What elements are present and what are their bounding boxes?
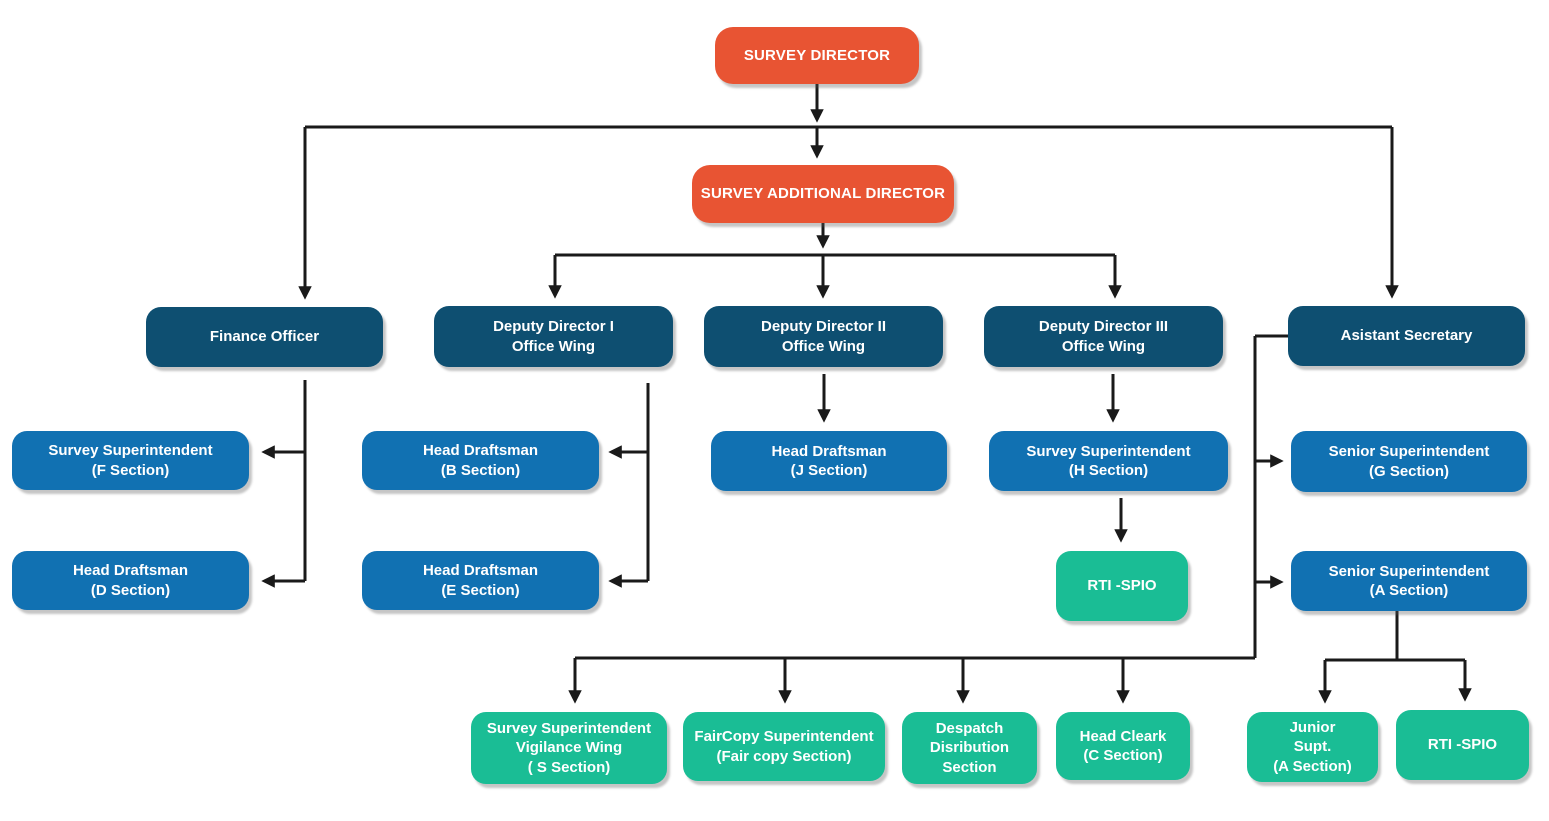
node-head-draftsman-d: Head Draftsman (D Section) [12, 551, 249, 610]
node-junior-supt-a: Junior Supt. (A Section) [1247, 712, 1378, 782]
node-survey-superintendent-vigilance: Survey Superintendent Vigilance Wing ( S… [471, 712, 667, 784]
node-faircopy-superintendent: FairCopy Superintendent (Fair copy Secti… [683, 712, 885, 781]
node-despatch-disribution: Despatch Disribution Section [902, 712, 1037, 784]
node-senior-superintendent-g: Senior Superintendent (G Section) [1291, 431, 1527, 492]
node-deputy-director-1: Deputy Director I Office Wing [434, 306, 673, 367]
node-deputy-director-3: Deputy Director III Office Wing [984, 306, 1223, 367]
node-head-cleark-c: Head Cleark (C Section) [1056, 712, 1190, 780]
node-rti-spio-center: RTI -SPIO [1056, 551, 1188, 621]
node-finance-officer: Finance Officer [146, 307, 383, 367]
node-survey-additional-director: SURVEY ADDITIONAL DIRECTOR [692, 165, 954, 223]
node-asistant-secretary: Asistant Secretary [1288, 306, 1525, 366]
node-survey-superintendent-f: Survey Superintendent (F Section) [12, 431, 249, 490]
node-head-draftsman-j: Head Draftsman (J Section) [711, 431, 947, 491]
node-survey-superintendent-h: Survey Superintendent (H Section) [989, 431, 1228, 491]
node-rti-spio-right: RTI -SPIO [1396, 710, 1529, 780]
node-deputy-director-2: Deputy Director II Office Wing [704, 306, 943, 367]
node-senior-superintendent-a: Senior Superintendent (A Section) [1291, 551, 1527, 611]
node-head-draftsman-e: Head Draftsman (E Section) [362, 551, 599, 610]
node-survey-director: SURVEY DIRECTOR [715, 27, 919, 84]
node-head-draftsman-b: Head Draftsman (B Section) [362, 431, 599, 490]
